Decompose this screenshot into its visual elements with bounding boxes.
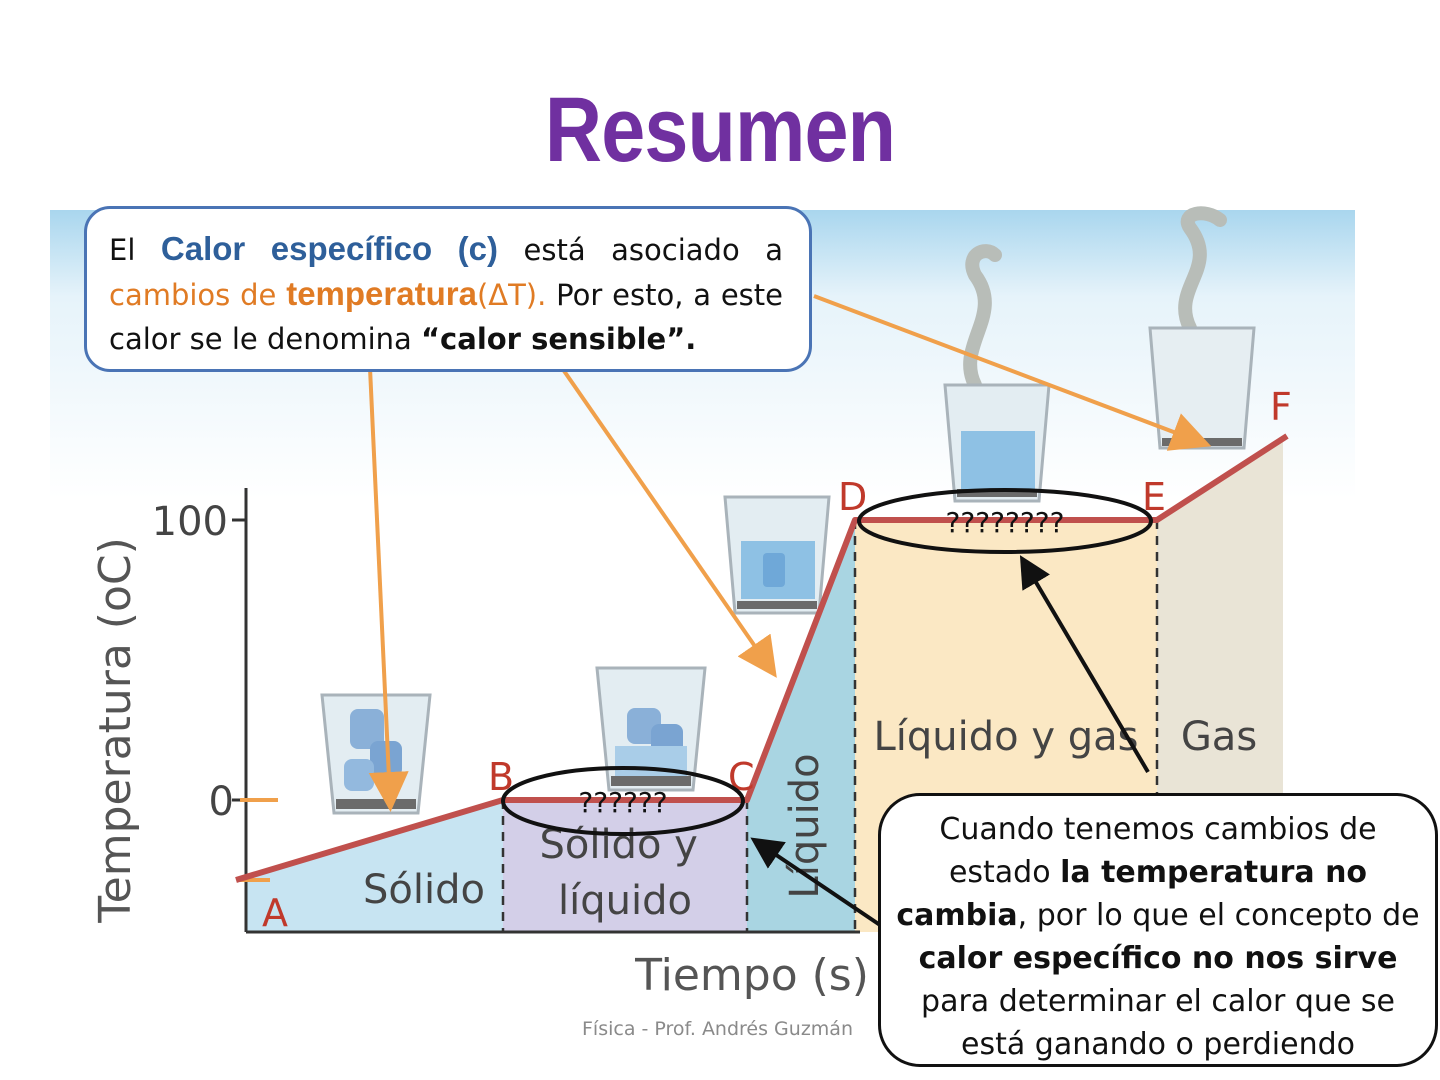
callout-bottom-bold-1: la temperatura no cambia bbox=[896, 855, 1368, 933]
unknown-boiling-label: ???????? bbox=[946, 506, 1065, 539]
point-label-a: A bbox=[262, 891, 288, 935]
glass-boiling-icon bbox=[943, 244, 1051, 503]
arrow-to-solid bbox=[368, 367, 409, 812]
region-solid-liquid-fill bbox=[503, 800, 747, 932]
glass-melting-icon bbox=[595, 666, 707, 792]
callout-bottom-text-3: para determinar el calor que se está gan… bbox=[921, 984, 1395, 1062]
y-tick-label-100: 100 bbox=[152, 499, 228, 545]
sensible-heat-keyword: “calor sensible”. bbox=[421, 322, 697, 356]
point-label-b: B bbox=[488, 755, 514, 799]
y-axis-label: Temperatura (oC) bbox=[90, 537, 141, 924]
callout-bottom-bold-2: calor específico no nos sirve bbox=[918, 941, 1398, 976]
footer-credit: Física - Prof. Andrés Guzmán bbox=[582, 1018, 853, 1040]
callout-top-text-3: cambios de bbox=[109, 278, 287, 312]
callout-top-text-2: está asociado a bbox=[497, 233, 784, 267]
region-label-liquid-gas: Líquido y gas bbox=[874, 714, 1139, 760]
unknown-melting-label: ?????? bbox=[578, 786, 667, 819]
specific-heat-callout: El Calor específico (c) está asociado a … bbox=[84, 206, 812, 372]
callout-top-text-4: (ΔT). bbox=[476, 278, 547, 312]
phase-change-ellipse-boiling bbox=[857, 488, 1153, 554]
arrow-to-melting bbox=[750, 837, 882, 927]
region-label-solid: Sólido bbox=[363, 867, 485, 913]
heating-curve bbox=[235, 433, 1289, 883]
point-label-f: F bbox=[1270, 385, 1292, 429]
glass-water-icon bbox=[723, 495, 831, 615]
region-solid-fill bbox=[246, 800, 503, 932]
phase-change-callout: Cuando tenemos cambios de estado la temp… bbox=[878, 793, 1438, 1067]
callout-top-text-5: Por esto, a este calor se le denomina bbox=[109, 278, 784, 356]
point-label-c: C bbox=[728, 755, 755, 799]
x-axis-label: Tiempo (s) bbox=[634, 950, 869, 1001]
callout-bottom-text-2: , por lo que el concepto de bbox=[1017, 898, 1420, 933]
temperature-keyword: temperatura bbox=[286, 275, 477, 312]
arrow-to-boiling bbox=[1019, 555, 1150, 774]
slide-title: Resumen bbox=[544, 79, 896, 181]
phase-change-ellipse-melting bbox=[501, 766, 745, 836]
region-label-gas: Gas bbox=[1181, 714, 1257, 760]
arrow-to-gas bbox=[813, 294, 1212, 451]
y-tick-label-0: 0 bbox=[209, 779, 234, 825]
callout-bottom-text-1: Cuando tenemos cambios de estado bbox=[939, 812, 1377, 890]
glass-ice-icon bbox=[320, 693, 432, 815]
region-liquid-fill bbox=[747, 520, 855, 932]
callout-top-text-1: El bbox=[109, 233, 161, 267]
arrow-to-liquid bbox=[560, 366, 777, 678]
specific-heat-keyword: Calor específico (c) bbox=[160, 230, 498, 267]
